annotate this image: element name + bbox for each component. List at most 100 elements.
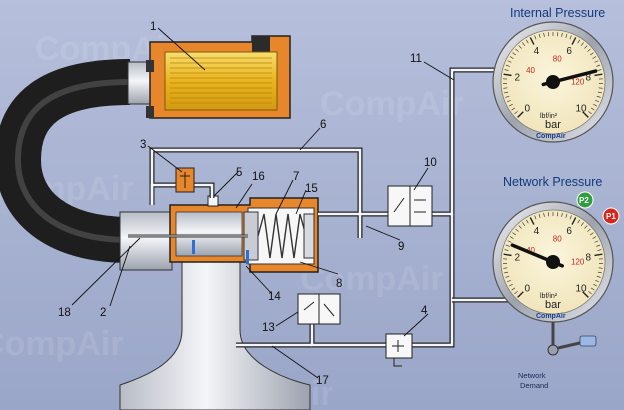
gauge-tick (504, 91, 509, 94)
gauge-tick (594, 253, 603, 257)
demand-valve-handle (579, 335, 597, 347)
gauge-tick (590, 232, 594, 236)
gauge-tick (506, 99, 511, 103)
callout-10: 10 (424, 157, 437, 169)
filter-clamp (146, 60, 154, 72)
gauge-bar-label: 4 (534, 46, 540, 57)
gauge-tick (511, 107, 516, 111)
gauge-bar-label: 0 (525, 103, 531, 114)
callout-9: 9 (398, 241, 404, 253)
gauge-tick (505, 95, 510, 98)
gauge-tick (512, 232, 516, 236)
network-demand-label: Network (518, 371, 546, 380)
gauge-psi-label: 40 (526, 66, 535, 75)
gauge-psi-label: 120 (571, 77, 585, 86)
gauge-tick (529, 37, 535, 45)
gauge-tick (518, 45, 522, 49)
watermark-text: CompAir (0, 325, 124, 363)
gauge-tick (571, 217, 577, 225)
callout-13: 13 (262, 322, 275, 334)
gauge-tick (503, 267, 508, 269)
gauge-tick (507, 60, 512, 63)
network-gauge-title: Network Pressure (503, 175, 602, 189)
gauge-tick (509, 56, 514, 59)
network-demand-label: Demand (520, 381, 548, 390)
marker-p2-label: P2 (579, 196, 589, 205)
gauge-bar-label: 6 (566, 46, 572, 57)
gauge-bar-label: 4 (534, 226, 540, 237)
gauge-tick (534, 215, 537, 220)
callout-3: 3 (140, 139, 146, 151)
gauge-bar-label: 6 (566, 226, 572, 237)
seal-accent (192, 240, 195, 254)
gauge-tick (596, 64, 601, 67)
gauge-tick (597, 91, 602, 94)
callout-8: 8 (336, 278, 342, 290)
gauge-tick (503, 253, 512, 257)
gauge-tick (590, 107, 595, 111)
needle-hub (546, 255, 560, 269)
spring-cap (303, 213, 315, 259)
callout-16: 16 (252, 171, 265, 183)
callout-5: 5 (236, 167, 242, 179)
gauge-tick (571, 37, 577, 45)
callout-11: 11 (410, 53, 422, 65)
gauge-tick (594, 60, 599, 63)
gauge-tick (543, 32, 545, 37)
callout-4: 4 (421, 305, 428, 317)
gauge-tick (596, 275, 601, 278)
gauge-tick (577, 219, 581, 224)
gauge-tick (565, 33, 568, 38)
watermark-text: CompAir (300, 260, 444, 298)
gauge-psi-label: 120 (571, 257, 585, 266)
leader-lines (71, 27, 455, 379)
gauge-tick (590, 287, 595, 291)
gauge-tick (529, 217, 535, 225)
callout-1: 1 (150, 21, 156, 33)
gauge-tick (582, 291, 589, 298)
callout-6: 6 (320, 119, 326, 131)
gauge-tick (522, 222, 526, 226)
internal-gauge-title: Internal Pressure (510, 6, 605, 20)
gauge-tick (587, 228, 591, 232)
gauge-tick (543, 212, 545, 217)
gauge-tick (593, 103, 597, 107)
callout-7: 7 (293, 171, 299, 183)
gauge-bar-label: 0 (525, 283, 531, 294)
network-demand-valve: Network Demand (518, 322, 597, 390)
gauge-bar-label: 10 (575, 283, 587, 294)
gauge-tick (569, 35, 572, 40)
gauge-tick (598, 87, 603, 89)
return-spring (257, 213, 307, 259)
gauge-tick (538, 213, 541, 218)
gauge-tick (588, 111, 592, 115)
gauge-tick (505, 64, 510, 67)
gauge-tick (509, 283, 513, 287)
gauge-tick (514, 291, 518, 295)
gauge-tick (534, 35, 537, 40)
gauge-tick (503, 87, 508, 89)
gauge-tick (505, 275, 510, 278)
callout-14: 14 (268, 291, 281, 303)
pressure-switch-4 (385, 333, 413, 359)
gauge-psi-label: 80 (553, 235, 562, 244)
gauge-tick (517, 111, 524, 118)
gauge-tick (584, 45, 588, 49)
callout-18: 18 (58, 307, 71, 319)
gauge-tick (515, 228, 519, 232)
marker-p1-label: P1 (606, 212, 616, 221)
gauge-tick (597, 69, 602, 71)
gauge-psi-label: 40 (526, 246, 535, 255)
gauge-tick (506, 279, 511, 283)
gauge-tick (595, 99, 600, 103)
gauge-tick (582, 111, 589, 118)
callout-17: 17 (316, 375, 329, 387)
gauge-tick (517, 291, 524, 298)
gauge-tick (509, 236, 514, 239)
gauge-tick (504, 249, 509, 251)
network-bar-unit: bar (545, 299, 561, 311)
internal-psi-unit: lbf/in² (540, 113, 558, 120)
